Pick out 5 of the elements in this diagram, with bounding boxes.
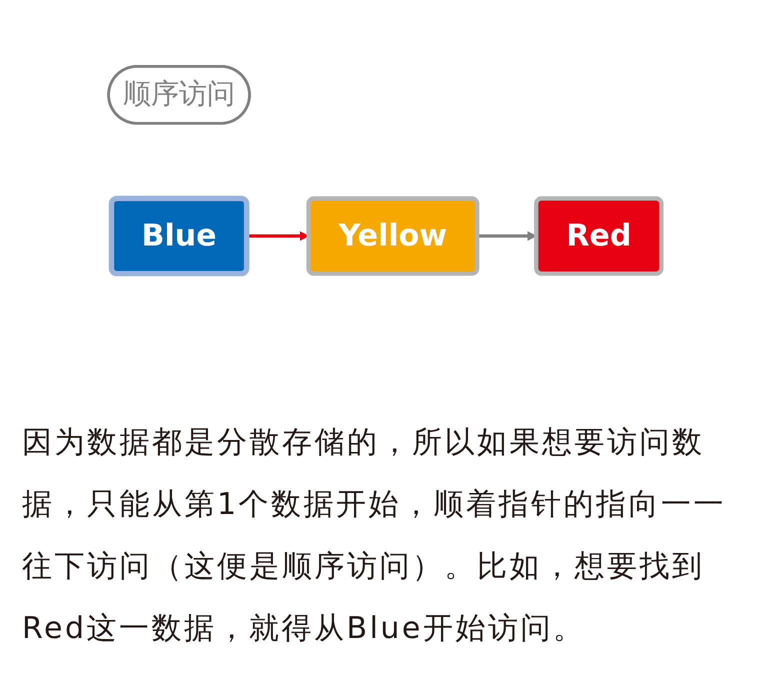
caption-paragraph: 因为数据都是分散存储的，所以如果想要访问数据，只能从第1个数据开始，顺着指针的指向一一往下访问（这便是顺序访问）。比如，想要找到Red这一数据，就得从Blue开始访问。 xyxy=(22,424,728,648)
node-box: Yellow xyxy=(306,196,480,276)
node-box: Red xyxy=(534,196,664,276)
node-box: Blue xyxy=(108,196,250,276)
arrow xyxy=(246,231,309,241)
